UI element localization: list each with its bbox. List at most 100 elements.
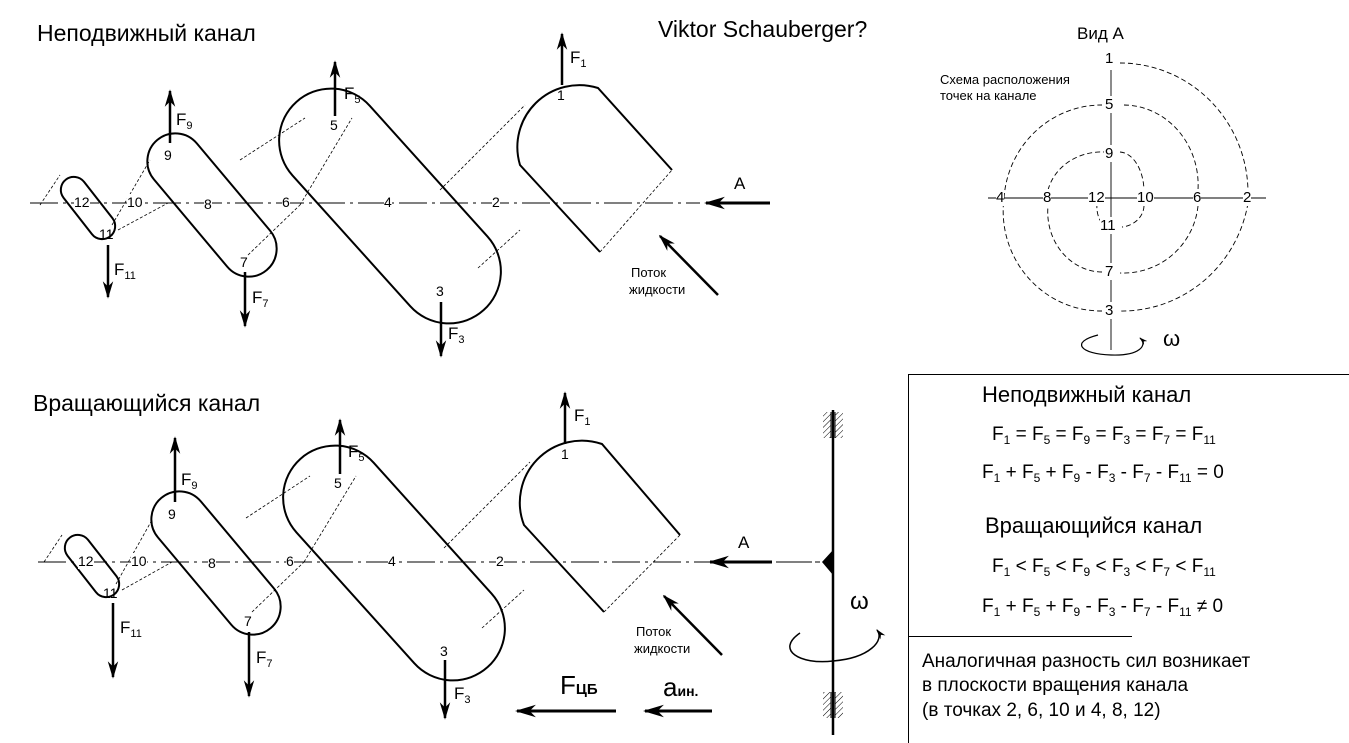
force-term: F3 (1111, 424, 1131, 447)
fixed-channel-title: Неподвижный канал (37, 20, 256, 46)
spiral-point-2: 2 (1243, 189, 1252, 206)
spiral-point-12: 12 (1088, 189, 1105, 206)
force-term: F7 (1132, 596, 1151, 619)
force-term: F11 (1167, 596, 1192, 619)
summary-rotating-eq2: F1 + F5 + F9 - F3 - F7 - F11 ≠ 0 (982, 596, 1223, 619)
point-6: 6 (286, 553, 294, 569)
operator: - (1150, 596, 1168, 617)
centrifugal-force-label: FЦБ (560, 670, 598, 700)
capsule-1-open (516, 84, 673, 253)
operator: = (1170, 424, 1192, 445)
operator: ≠ 0 (1191, 596, 1224, 617)
page-title: Viktor Schauberger? (658, 16, 868, 42)
operator: = (1130, 424, 1152, 445)
force-term: F5 (1021, 596, 1041, 619)
point-12: 12 (74, 194, 90, 210)
summary-rotating-heading: Вращающийся канал (985, 513, 1203, 538)
point-10: 10 (127, 194, 143, 210)
summary-divider (908, 636, 1132, 637)
point-11: 11 (103, 585, 118, 601)
spiral-point-3: 3 (1105, 302, 1114, 319)
operator: = 0 (1191, 462, 1224, 483)
force-term: F3 (1097, 596, 1116, 619)
force-term: F5 (1021, 462, 1041, 485)
spiral-point-6: 6 (1193, 189, 1202, 206)
force-label-f9: F9 (176, 110, 193, 132)
point-7: 7 (244, 613, 252, 629)
point-4: 4 (384, 194, 392, 210)
inertial-accel-label: aин. (663, 672, 699, 702)
force-term: F11 (1191, 424, 1216, 447)
force-label-f3: F3 (454, 684, 471, 706)
summary-note-3: (в точках 2, 6, 10 и 4, 8, 12) (922, 700, 1161, 721)
operator: - (1080, 596, 1098, 617)
summary-fixed-eq2: F1 + F5 + F9 - F3 - F7 - F11 = 0 (982, 462, 1224, 485)
operator: < (1130, 556, 1152, 577)
force-term: F1 (982, 462, 1001, 485)
force-term: F3 (1097, 462, 1116, 485)
force-term: F9 (1061, 596, 1081, 619)
operator: = (1050, 424, 1072, 445)
view-a-arrow-label: А (738, 533, 750, 552)
spiral-point-5: 5 (1105, 96, 1114, 113)
force-term: F7 (1132, 462, 1151, 485)
operator: + (1000, 462, 1022, 483)
view-a-spiral (988, 62, 1266, 356)
force-label-f5: F5 (344, 84, 361, 106)
point-3: 3 (436, 283, 444, 299)
view-a-rotation-arrow (1081, 334, 1148, 356)
point-7: 7 (240, 254, 248, 270)
point-12: 12 (78, 553, 94, 569)
point-8: 8 (208, 555, 216, 571)
fixed-channel-drawing (30, 32, 770, 358)
point-9: 9 (164, 147, 172, 163)
rotating-channel-drawing (38, 391, 886, 735)
force-label-f5: F5 (348, 442, 365, 464)
point-9: 9 (168, 506, 176, 522)
point-2: 2 (496, 553, 504, 569)
spiral-point-4: 4 (996, 189, 1005, 206)
summary-box (908, 374, 1349, 743)
operator: + (1040, 596, 1062, 617)
operator: < (1010, 556, 1032, 577)
operator: + (1000, 596, 1022, 617)
spiral-point-9: 9 (1105, 145, 1114, 162)
point-11: 11 (99, 226, 114, 242)
force-term: F9 (1071, 556, 1091, 579)
summary-note-1: Аналогичная разность сил возникает (922, 651, 1251, 672)
point-1: 1 (561, 446, 569, 462)
operator: - (1115, 596, 1133, 617)
point-2: 2 (492, 194, 500, 210)
flow-label-1: Поток (631, 265, 667, 280)
rotating-channel-title: Вращающийся канал (33, 390, 261, 416)
spiral-point-1: 1 (1105, 50, 1114, 67)
force-term: F9 (1071, 424, 1091, 447)
force-label-f9: F9 (181, 470, 198, 492)
operator: < (1050, 556, 1072, 577)
flow-label-2: жидкости (629, 282, 686, 297)
point-5: 5 (330, 117, 338, 133)
point-6: 6 (282, 194, 290, 210)
operator: - (1080, 462, 1098, 483)
spiral-point-7: 7 (1105, 263, 1114, 280)
summary-fixed-heading: Неподвижный канал (982, 382, 1192, 407)
capsule-9-7 (146, 132, 278, 278)
rotation-omega: ω (850, 588, 869, 615)
force-term: F1 (982, 596, 1001, 619)
force-label-f7: F7 (252, 288, 269, 310)
spiral-point-8: 8 (1043, 189, 1052, 206)
operator: + (1040, 462, 1062, 483)
force-label-f7: F7 (256, 648, 273, 670)
force-label-f11: F11 (120, 618, 142, 640)
point-5: 5 (334, 475, 342, 491)
force-term: F1 (992, 424, 1011, 447)
force-term: F5 (1031, 424, 1051, 447)
operator: - (1115, 462, 1133, 483)
force-label-f11: F11 (114, 260, 136, 282)
summary-rotating-eq1: F1 < F5 < F9 < F3 < F7 < F11 (992, 556, 1216, 579)
force-term: F9 (1061, 462, 1081, 485)
force-term: F11 (1167, 462, 1192, 485)
operator: < (1170, 556, 1192, 577)
capsule-12-11 (59, 175, 117, 241)
